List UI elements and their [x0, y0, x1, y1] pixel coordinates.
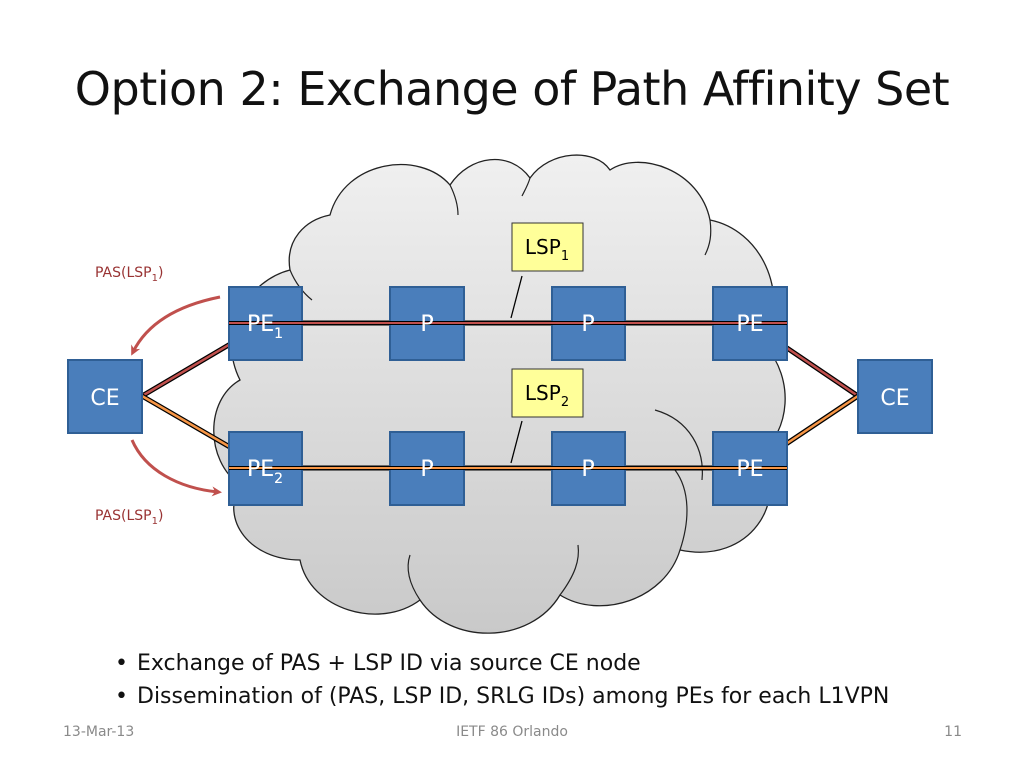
lsp2-label-box: LSP2 — [511, 368, 584, 418]
p-top-2-label-overlay: P — [581, 312, 594, 337]
lsp2-label-base: LSP — [525, 381, 561, 405]
node-labels-top: PE1 P P PE PE2 P P PE — [247, 312, 764, 487]
pas-bottom-prefix: PAS(LSP — [95, 508, 152, 524]
pas-label-bottom: PAS(LSP1) — [95, 508, 163, 527]
footer-event: IETF 86 Orlando — [456, 724, 568, 740]
pas-arrow-bottom — [130, 439, 222, 497]
p-top-1-label-overlay: P — [420, 312, 433, 337]
pas-bottom-sub: 1 — [152, 516, 158, 527]
pe-bot-right-label-overlay: PE — [736, 457, 763, 482]
bullet-item: • Dissemination of (PAS, LSP ID, SRLG IDs… — [115, 683, 889, 711]
pe1-overlay-sub: 1 — [274, 326, 283, 342]
lsp1-label-sub: 1 — [561, 249, 569, 264]
pas-bottom-suffix: ) — [158, 508, 163, 524]
bullet-list: • Exchange of PAS + LSP ID via source CE … — [115, 650, 889, 716]
bullet-marker: • — [115, 684, 128, 709]
ce-left-node: CE — [67, 359, 143, 434]
bullet-marker: • — [115, 651, 128, 676]
pas-label-top: PAS(LSP1) — [95, 265, 163, 284]
pe2-label-sub: 2 — [274, 471, 283, 487]
pe1-label-overlay: PE1 — [247, 312, 283, 342]
pe2-label-overlay: PE2 — [247, 457, 283, 487]
pe-top-right-label-overlay: PE — [736, 312, 763, 337]
pe2-overlay-base: PE — [247, 457, 274, 482]
footer-page-number: 11 — [944, 724, 962, 740]
ce-right-label: CE — [880, 386, 909, 411]
lsp1-label-box: LSP1 — [511, 222, 584, 272]
footer-date: 13-Mar-13 — [63, 724, 135, 740]
ce-left-label: CE — [90, 386, 119, 411]
bullet-text-2: Dissemination of (PAS, LSP ID, SRLG IDs)… — [137, 684, 890, 709]
lsp1-pointer — [510, 275, 523, 319]
pas-top-suffix: ) — [158, 265, 163, 281]
lsp2-label-sub: 2 — [561, 395, 569, 410]
pas-top-prefix: PAS(LSP — [95, 265, 152, 281]
p-bot-1-label-overlay: P — [420, 457, 433, 482]
pas-arrow-top — [131, 295, 221, 356]
pe1-label-sub: 1 — [274, 326, 283, 342]
bullet-item: • Exchange of PAS + LSP ID via source CE … — [115, 650, 889, 678]
pas-top-sub: 1 — [152, 273, 158, 284]
lsp1-label-base: LSP — [525, 235, 561, 259]
slide-title: Option 2: Exchange of Path Affinity Set — [74, 62, 950, 116]
lsp2-pointer — [510, 420, 523, 464]
p-bot-2-label-overlay: P — [581, 457, 594, 482]
pe2-overlay-sub: 2 — [274, 471, 283, 487]
bullet-text-1: Exchange of PAS + LSP ID via source CE n… — [137, 651, 641, 676]
lsp1-label: LSP1 — [525, 235, 569, 264]
network-cloud — [213, 154, 786, 634]
lsp2-label: LSP2 — [525, 381, 569, 410]
ce-right-node: CE — [857, 359, 933, 434]
pe1-overlay-base: PE — [247, 312, 274, 337]
